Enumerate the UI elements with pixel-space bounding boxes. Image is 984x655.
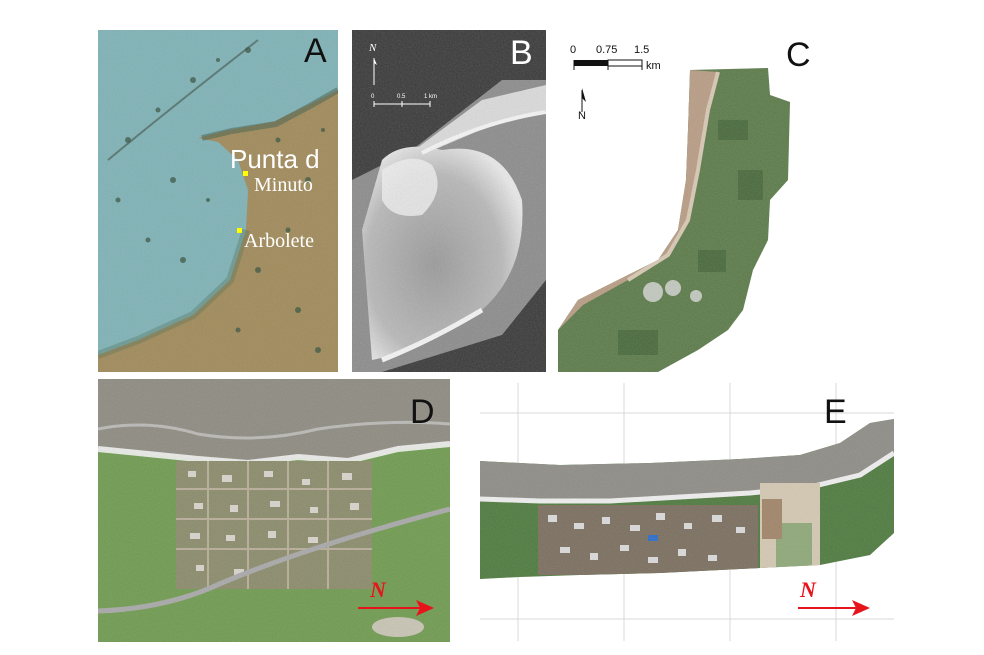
panel-c-scale-2: 1.5 bbox=[634, 44, 650, 56]
panel-c-orthomosaic bbox=[558, 59, 790, 372]
place-label-2: Arbolete bbox=[244, 230, 314, 252]
panel-d-satellite bbox=[98, 379, 450, 642]
panel-c-scale-0: 0 bbox=[570, 44, 577, 56]
panel-e-label: E bbox=[824, 393, 847, 431]
panel-b-scale-1: 0.5 bbox=[397, 94, 406, 100]
panel-b-label: B bbox=[510, 34, 533, 72]
panel-d-north-label: N bbox=[370, 577, 386, 602]
panel-e-north-label: N bbox=[800, 577, 816, 602]
panel-a: A Punta d Minuto Arbolete bbox=[98, 30, 338, 372]
panel-b: B N 0 0.5 1 km bbox=[352, 30, 546, 372]
panel-a-map bbox=[98, 30, 338, 372]
panel-d-label: D bbox=[410, 393, 435, 431]
panel-b-scale-2: 1 km bbox=[424, 94, 438, 100]
panel-a-label: A bbox=[304, 32, 327, 70]
panel-b-aerial bbox=[352, 30, 546, 372]
panel-d: D N bbox=[98, 379, 450, 642]
place-title: Punta d bbox=[230, 144, 320, 174]
panel-c-north-label: N bbox=[578, 110, 586, 122]
panel-c-label: C bbox=[786, 36, 811, 74]
panel-b-north-label: N bbox=[369, 42, 377, 54]
panel-e-orthomosaic bbox=[480, 383, 894, 641]
panel-b-scale-0: 0 bbox=[371, 94, 375, 100]
panel-c-scale-unit: km bbox=[646, 60, 661, 72]
place-label-1: Minuto bbox=[254, 174, 313, 196]
panel-e: E N bbox=[480, 383, 894, 641]
panel-c: C 0 0.75 1.5 km N bbox=[558, 30, 816, 372]
panel-c-scale-1: 0.75 bbox=[596, 44, 618, 56]
